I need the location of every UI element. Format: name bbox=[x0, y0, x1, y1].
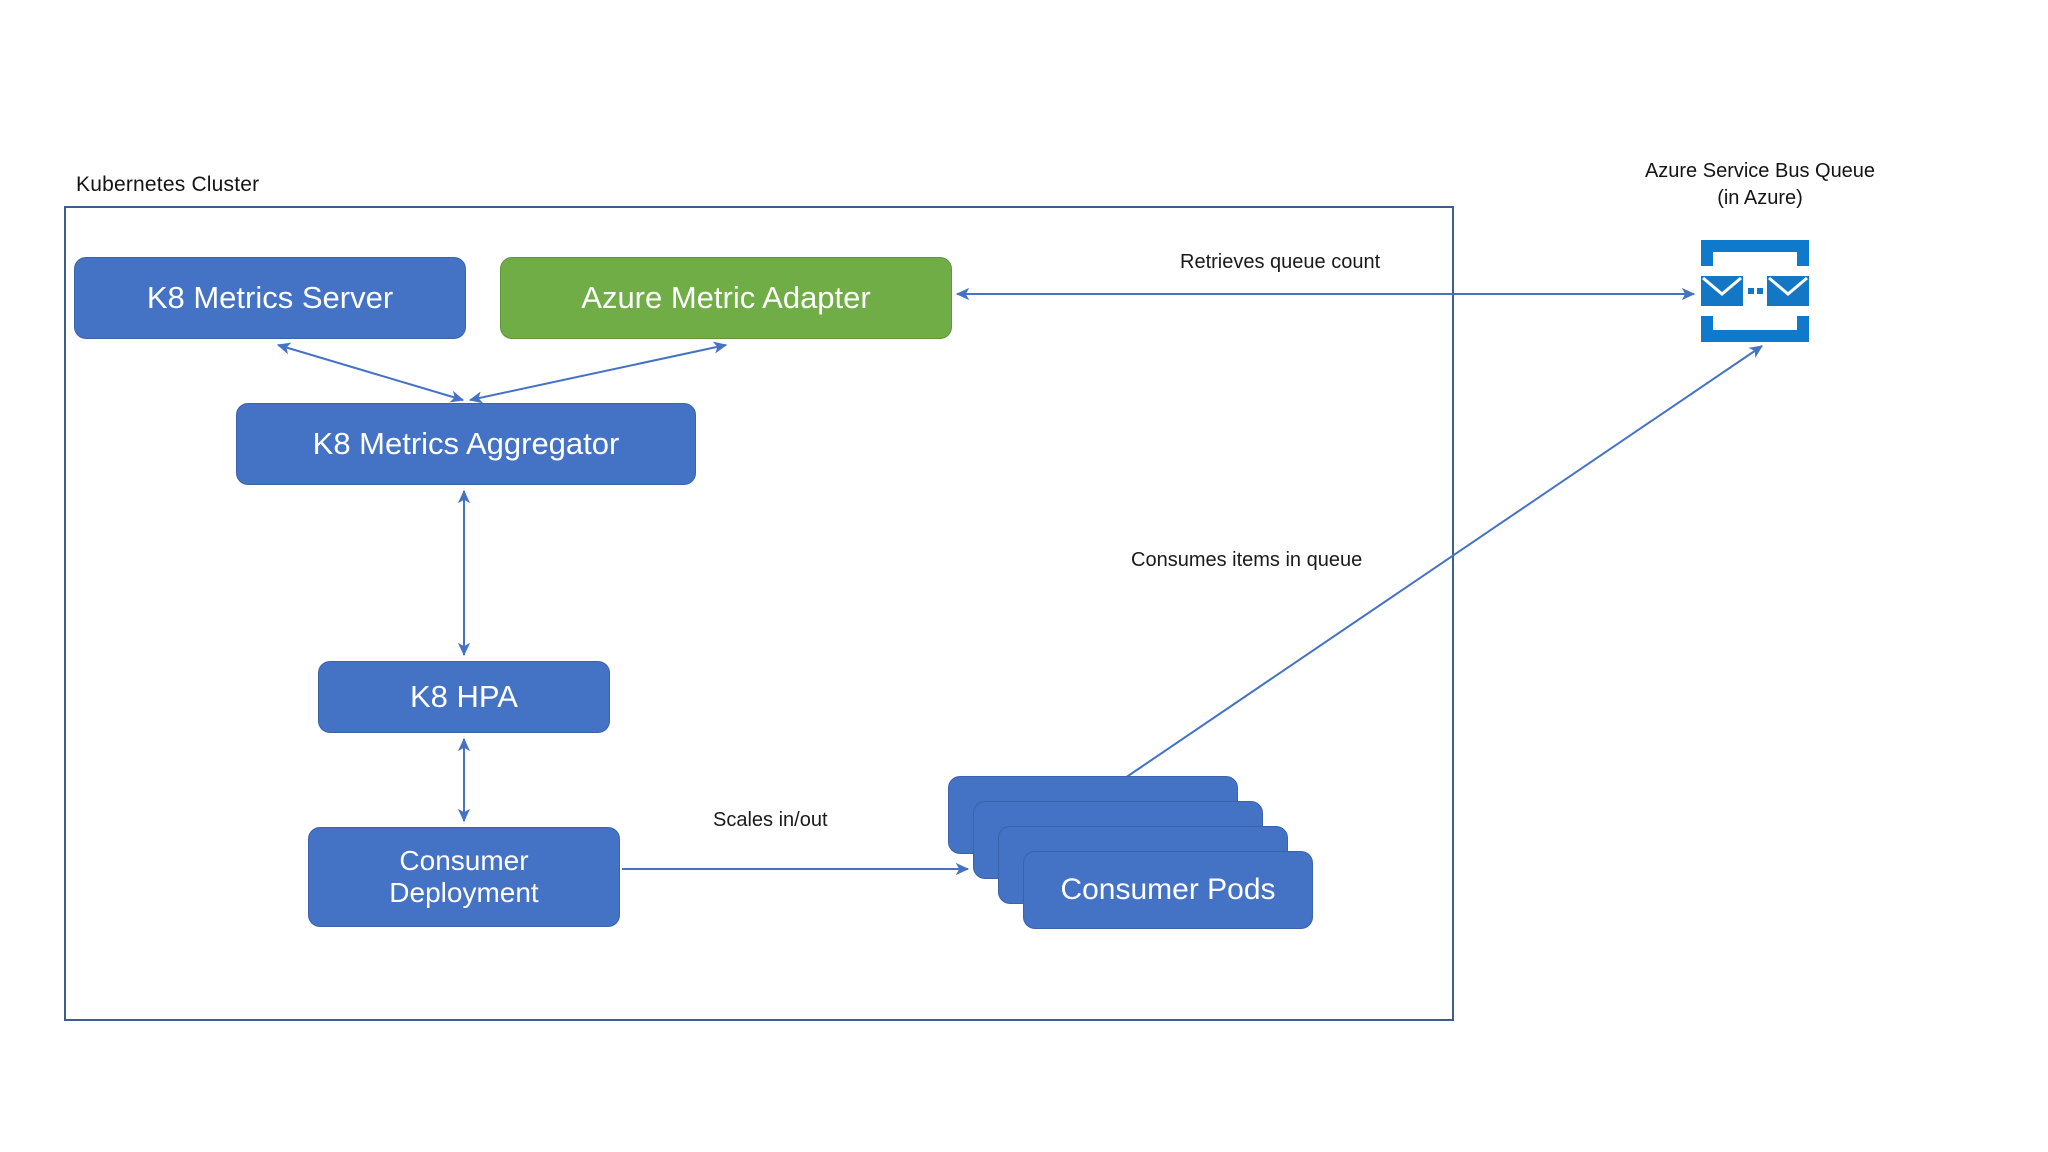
node-k8-metrics-server[interactable]: K8 Metrics Server bbox=[74, 257, 466, 339]
azure-service-bus-queue-icon bbox=[1701, 240, 1809, 342]
node-azure-metric-adapter[interactable]: Azure Metric Adapter bbox=[500, 257, 952, 339]
edge-label-consumes-items-in-queue: Consumes items in queue bbox=[1131, 549, 1363, 571]
node-k8-hpa[interactable]: K8 HPA bbox=[318, 661, 610, 733]
edge-label-retrieves-queue-count: Retrieves queue count bbox=[1180, 251, 1381, 273]
edge-label-scales-in-out: Scales in/out bbox=[713, 809, 828, 831]
kubernetes-cluster-label: Kubernetes Cluster bbox=[76, 173, 260, 196]
node-consumer-deployment[interactable]: Consumer Deployment bbox=[308, 827, 620, 927]
node-consumer-pods-stack[interactable]: Consumer Pods bbox=[948, 776, 1313, 946]
node-k8-metrics-aggregator[interactable]: K8 Metrics Aggregator bbox=[236, 403, 696, 485]
consumer-pod-card-front[interactable]: Consumer Pods bbox=[1023, 851, 1313, 929]
azure-service-bus-queue-title: Azure Service Bus Queue (in Azure) bbox=[1644, 160, 1876, 209]
